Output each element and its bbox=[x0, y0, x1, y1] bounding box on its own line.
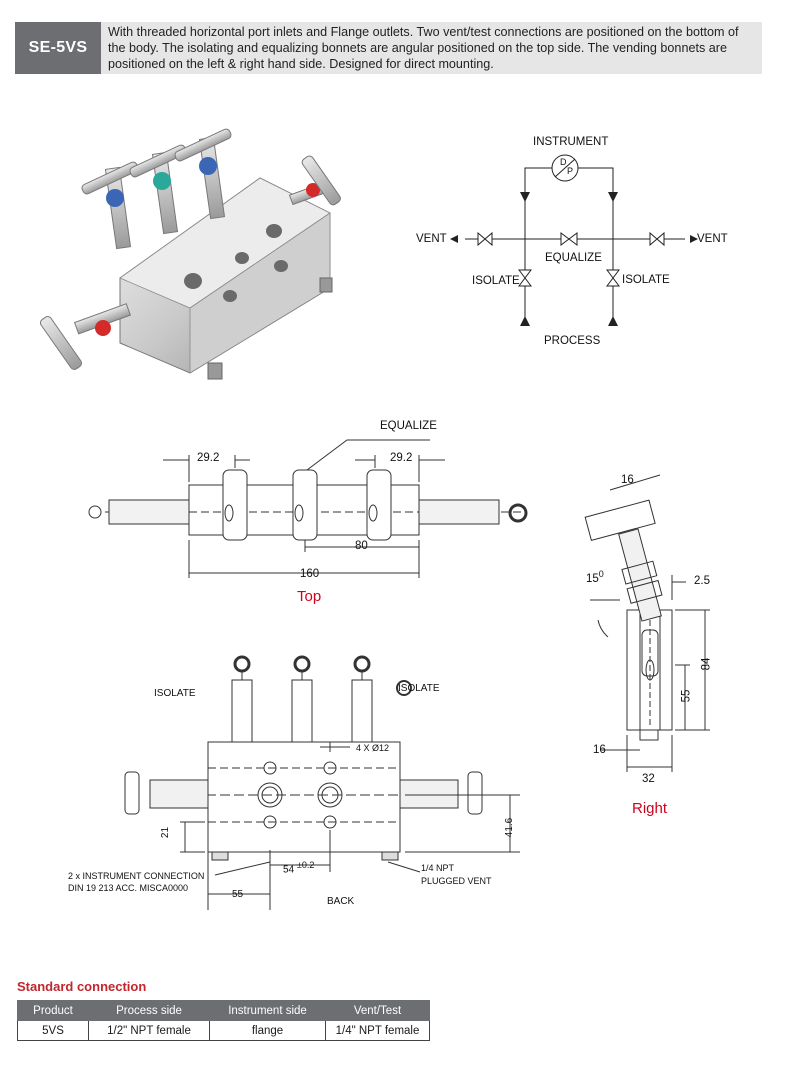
top-dim-right: 29.2 bbox=[390, 452, 413, 464]
right-dim-55: 55 bbox=[680, 689, 693, 703]
right-view-caption: Right bbox=[632, 800, 668, 817]
col-header-instrument-side: Instrument side bbox=[209, 1000, 326, 1021]
schematic-isolate-right-label: ISOLATE bbox=[622, 274, 670, 286]
top-equalize-label: EQUALIZE bbox=[380, 420, 437, 432]
back-isolate-right-label: ISOLATE bbox=[398, 683, 440, 694]
back-npt-2: PLUGGED VENT bbox=[421, 876, 492, 886]
cell-process-side: 1/2" NPT female bbox=[88, 1020, 210, 1041]
cell-instrument-side: flange bbox=[209, 1020, 326, 1041]
right-view-drawing bbox=[584, 474, 710, 772]
schematic-instrument-label: INSTRUMENT bbox=[533, 136, 609, 148]
right-dim-2-5: 2.5 bbox=[694, 575, 710, 587]
right-dim-32: 32 bbox=[642, 773, 655, 785]
schematic-p-label: P bbox=[567, 166, 574, 176]
top-view-drawing bbox=[88, 439, 528, 578]
col-header-process-side: Process side bbox=[88, 1000, 210, 1021]
schematic-d-label: D bbox=[560, 157, 567, 167]
top-view-caption: Top bbox=[297, 588, 322, 605]
schematic-vent-left-label: VENT bbox=[416, 233, 447, 245]
cell-vent-test: 1/4" NPT female bbox=[325, 1020, 430, 1041]
right-dim-16-bottom: 16 bbox=[593, 744, 606, 756]
back-dim-54: 54 ±0.2 bbox=[283, 860, 315, 876]
back-holes-label: 4 X Ø12 bbox=[356, 743, 390, 753]
flow-schematic bbox=[450, 154, 698, 326]
col-header-product: Product bbox=[17, 1000, 89, 1021]
back-dim-21: 21 bbox=[160, 826, 172, 839]
top-dim-left: 29.2 bbox=[197, 452, 220, 464]
back-dim-55: 55 bbox=[232, 889, 244, 900]
back-instrument-connection-2: DIN 19 213 ACC. MISCA0000 bbox=[68, 883, 189, 893]
schematic-process-label: PROCESS bbox=[544, 335, 601, 347]
col-header-vent-test: Vent/Test bbox=[325, 1000, 430, 1021]
product-description: With threaded horizontal port inlets and… bbox=[108, 25, 739, 71]
top-dim-160: 160 bbox=[300, 568, 320, 580]
back-dim-41-6: 41.6 bbox=[504, 817, 516, 838]
top-dim-80: 80 bbox=[355, 540, 368, 552]
right-angle-degree: 0 bbox=[598, 569, 604, 579]
schematic-vent-right-label: VENT bbox=[697, 233, 728, 245]
product-photo bbox=[39, 128, 341, 380]
back-isolate-left-label: ISOLATE bbox=[154, 688, 196, 699]
schematic-isolate-left-label: ISOLATE bbox=[472, 275, 520, 287]
back-view-caption: BACK bbox=[327, 896, 355, 907]
back-dim-54-tolerance: ±0.2 bbox=[296, 860, 315, 870]
table-row: 5VS 1/2" NPT female flange 1/4" NPT fema… bbox=[17, 1020, 430, 1041]
table-header-row: Product Process side Instrument side Ven… bbox=[17, 1000, 430, 1021]
back-view-drawing bbox=[124, 655, 520, 910]
back-npt-1: 1/4 NPT bbox=[421, 863, 455, 873]
standard-connection-table: Product Process side Instrument side Ven… bbox=[17, 1000, 430, 1041]
back-instrument-connection-1: 2 x INSTRUMENT CONNECTION bbox=[68, 871, 205, 881]
cell-product: 5VS bbox=[17, 1020, 89, 1041]
model-badge: SE-5VS bbox=[15, 22, 101, 74]
schematic-equalize-label: EQUALIZE bbox=[545, 252, 602, 264]
standard-connection-title: Standard connection bbox=[17, 979, 147, 994]
header-bar: SE-5VS With threaded horizontal port inl… bbox=[15, 22, 762, 74]
right-dim-16-top: 16 bbox=[621, 474, 634, 486]
right-dim-84: 84 bbox=[700, 657, 713, 671]
right-angle-value: 150 bbox=[586, 569, 604, 585]
